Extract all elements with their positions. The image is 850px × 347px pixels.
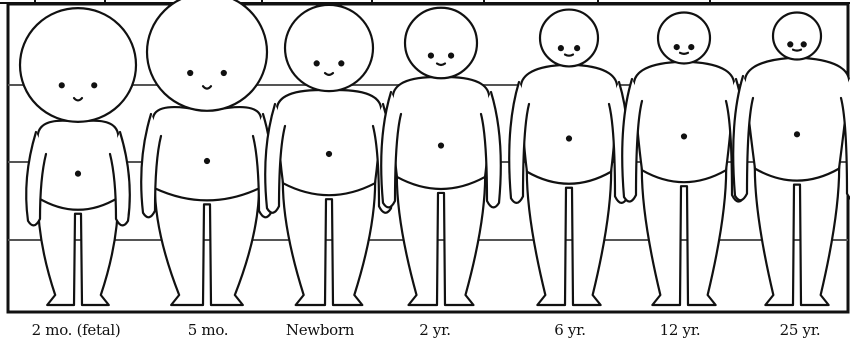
eye bbox=[675, 45, 679, 49]
navel bbox=[439, 144, 443, 148]
eye bbox=[788, 42, 792, 46]
head bbox=[20, 8, 136, 122]
torso bbox=[393, 77, 490, 189]
eye bbox=[802, 42, 806, 46]
eye bbox=[60, 83, 64, 87]
fig-12yr bbox=[622, 13, 746, 305]
head bbox=[147, 0, 267, 111]
navel bbox=[567, 137, 571, 141]
torso bbox=[634, 62, 735, 182]
navel bbox=[795, 132, 799, 136]
caption-25yr: 25 yr. bbox=[760, 318, 840, 342]
navel bbox=[327, 152, 331, 156]
mouth bbox=[680, 53, 688, 54]
eye bbox=[559, 46, 563, 50]
eye bbox=[222, 71, 226, 75]
torso bbox=[152, 107, 261, 200]
eye bbox=[339, 61, 343, 65]
fig-5mo bbox=[141, 0, 273, 305]
torso bbox=[277, 90, 382, 195]
head bbox=[285, 5, 373, 91]
head bbox=[405, 8, 477, 79]
fig-25yr bbox=[733, 12, 850, 305]
eye bbox=[315, 61, 319, 65]
torso bbox=[521, 65, 618, 184]
fig-2yr bbox=[381, 8, 501, 305]
navel bbox=[76, 172, 80, 176]
eye bbox=[449, 54, 453, 58]
mouth bbox=[793, 50, 801, 51]
caption-5mo: 5 mo. bbox=[168, 318, 248, 342]
eye bbox=[575, 46, 579, 50]
eye bbox=[689, 45, 693, 49]
header-strip bbox=[0, 0, 850, 4]
fig-2mo-fetal bbox=[20, 8, 136, 305]
head bbox=[540, 10, 598, 67]
head bbox=[658, 13, 710, 64]
torso bbox=[745, 58, 850, 181]
torso bbox=[36, 121, 120, 210]
caption-2mo-fetal: 2 mo. (fetal) bbox=[16, 318, 136, 342]
navel bbox=[205, 159, 209, 163]
caption-2yr: 2 yr. bbox=[400, 318, 470, 342]
caption-6yr: 6 yr. bbox=[530, 318, 610, 342]
mouth bbox=[565, 55, 573, 56]
eye bbox=[92, 83, 96, 87]
fig-6yr bbox=[509, 10, 629, 305]
head bbox=[773, 12, 821, 59]
navel bbox=[682, 134, 686, 138]
caption-newborn: Newborn bbox=[270, 318, 370, 342]
eye bbox=[429, 54, 433, 58]
eye bbox=[188, 71, 192, 75]
fig-newborn bbox=[265, 5, 393, 305]
caption-12yr: 12 yr. bbox=[640, 318, 720, 342]
